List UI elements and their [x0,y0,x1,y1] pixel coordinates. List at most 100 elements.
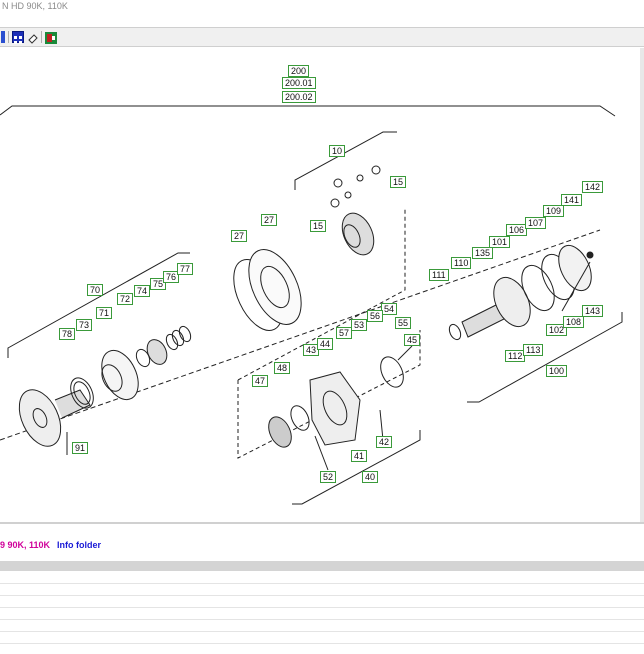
part-label-141[interactable]: 141 [561,194,583,206]
toolbar-separator [41,31,42,43]
flange-hub [32,408,48,428]
part-label-76[interactable]: 76 [163,271,180,283]
flange-shaft [54,389,91,419]
leader-line [561,261,591,312]
info-folder-link[interactable]: Info folder [57,540,101,550]
part-label-143[interactable]: 143 [582,305,604,317]
window-title: N HD 90K, 110K [2,1,68,11]
part-label-102[interactable]: 102 [546,324,568,336]
model-name: 9 90K, 110K [0,540,51,550]
part-label-91[interactable]: 91 [72,442,89,454]
grid-header [0,561,644,571]
grid-row-line [0,595,644,596]
part-label-108[interactable]: 108 [563,316,585,328]
part-label-27[interactable]: 27 [231,230,248,242]
housing-dash-box [237,208,406,381]
part-label-53[interactable]: 53 [351,319,368,331]
o-ring-part [380,356,404,388]
part-label-109[interactable]: 109 [543,205,565,217]
part-label-57[interactable]: 57 [336,327,353,339]
part-label-45[interactable]: 45 [404,334,421,346]
part-label-55[interactable]: 55 [395,317,412,329]
end-cover-part [558,244,592,292]
housing-part [309,371,361,446]
part-label-101[interactable]: 101 [489,236,511,248]
part-label-106[interactable]: 106 [506,224,528,236]
grid-row-line [0,607,644,608]
part-label-52[interactable]: 52 [320,471,337,483]
nut-part [344,191,352,199]
part-label-42[interactable]: 42 [376,436,393,448]
grid-icon[interactable] [12,31,24,44]
part-label-71[interactable]: 71 [96,307,113,319]
assembly-axis [0,229,601,441]
viewer-scrollbar-edge[interactable] [640,48,644,524]
eraser-icon[interactable] [27,31,39,44]
part-label-111[interactable]: 111 [429,269,449,281]
ring-part [171,329,185,347]
ring-part [165,333,179,351]
part-label-78[interactable]: 78 [59,328,76,340]
exploded-parts-diagram[interactable]: 200 200.01 200.02 10 15 15 27 27 70 71 7… [0,48,640,522]
part-label-43[interactable]: 43 [303,344,320,356]
part-label-15[interactable]: 15 [310,220,327,232]
toolbar [0,27,644,47]
part-label-110[interactable]: 110 [451,257,472,269]
leader-line [397,345,413,361]
part-label-47[interactable]: 47 [252,375,269,387]
plug-part [586,251,594,259]
part-label-15[interactable]: 15 [390,176,407,188]
part-label-10[interactable]: 10 [329,145,346,157]
part-label-75[interactable]: 75 [150,278,167,290]
grid-icon-glyph [14,36,22,44]
part-label-200-02[interactable]: 200.02 [282,91,316,103]
toolbar-separator [8,31,9,43]
drum-part [248,249,302,325]
nut-part [356,174,364,182]
frame-10 [294,131,397,190]
part-label-27[interactable]: 27 [261,214,278,226]
bolt-part [330,198,340,208]
part-label-41[interactable]: 41 [351,450,368,462]
part-label-44[interactable]: 44 [317,338,334,350]
flange-dash-box [237,330,421,459]
part-label-200-01[interactable]: 200.01 [282,77,316,89]
part-label-112[interactable]: 112 [505,350,526,362]
flange-part [18,389,62,447]
leader-line [379,409,384,441]
ring-part [73,381,91,405]
part-label-73[interactable]: 73 [76,319,93,331]
part-label-200[interactable]: 200 [288,65,310,77]
grid-row-line [0,643,644,644]
export-icon[interactable] [45,31,57,44]
part-label-54[interactable]: 54 [381,303,398,315]
frame-40 [292,430,421,505]
part-label-70[interactable]: 70 [87,284,104,296]
bearing-assembly [341,212,375,256]
part-label-135[interactable]: 135 [472,247,494,259]
export-icon-glyph [45,32,57,44]
part-label-74[interactable]: 74 [134,285,151,297]
diagram-drawing [0,105,623,505]
drum-bore [260,265,290,309]
gear-part [268,416,292,448]
ring-part [70,377,94,409]
part-label-48[interactable]: 48 [274,362,291,374]
part-label-77[interactable]: 77 [177,263,194,275]
part-label-72[interactable]: 72 [117,293,134,305]
hub-bore [101,364,123,392]
part-label-40[interactable]: 40 [362,471,379,483]
leader-line [314,435,329,471]
part-label-113[interactable]: 113 [523,344,544,356]
viewer-divider [0,522,644,524]
spring-part [290,405,310,431]
part-label-100[interactable]: 100 [546,365,568,377]
valve-plate [521,264,555,312]
part-label-142[interactable]: 142 [582,181,604,193]
part-label-107[interactable]: 107 [525,217,547,229]
bearing-bore [343,224,361,248]
part-label-56[interactable]: 56 [367,310,384,322]
grid-row-line [0,631,644,632]
blue-square-icon[interactable] [1,31,5,43]
parts-list-grid [0,561,644,654]
